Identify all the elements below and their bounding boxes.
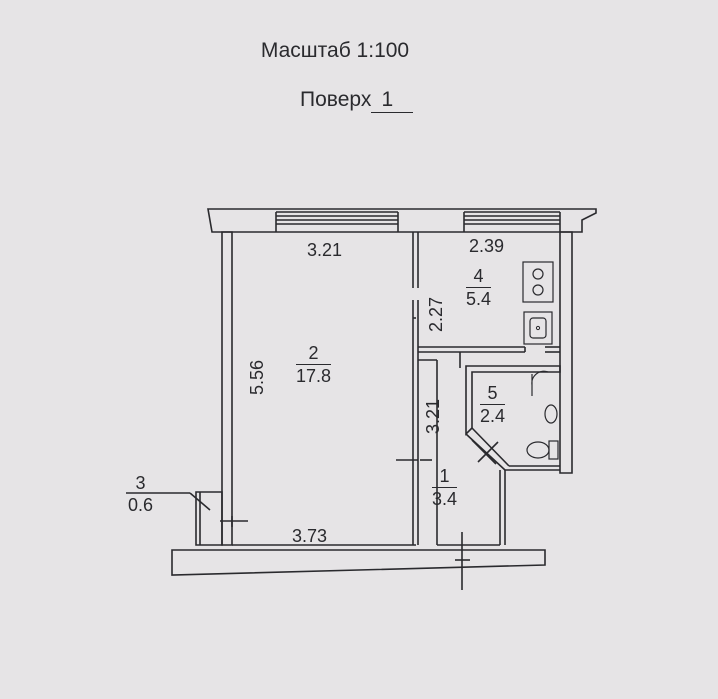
shower-icon <box>531 370 549 396</box>
room-4-label: 4 5.4 <box>466 265 492 310</box>
room-1-label: 1 3.4 <box>432 465 458 510</box>
room-5-label: 5 2.4 <box>480 382 506 427</box>
room-3-label: 3 0.6 <box>128 472 153 516</box>
room-area: 17.8 <box>296 366 332 386</box>
room-number: 1 <box>432 465 458 488</box>
room-2-label: 2 17.8 <box>296 342 332 387</box>
dim-room2-top-width: 3.21 <box>307 240 343 260</box>
floor-prefix: Поверх <box>300 88 372 111</box>
room-number: 5 <box>480 382 506 405</box>
washbasin-icon <box>544 404 558 424</box>
dim-hall-length: 3.21 <box>423 398 443 434</box>
sink-icon <box>523 311 553 345</box>
room-number: 2 <box>296 342 332 365</box>
bottom-wall <box>171 549 546 576</box>
dim-bottom-width: 3.73 <box>292 526 328 546</box>
dim-room2-height: 5.56 <box>247 359 267 395</box>
stove-icon <box>522 261 554 303</box>
room-number: 3 <box>135 473 146 493</box>
toilet-icon <box>548 440 559 460</box>
room-area: 3.4 <box>432 489 458 509</box>
scale-label: Масштаб 1:100 <box>260 39 410 62</box>
room-area: 5.4 <box>466 289 492 309</box>
room-number: 4 <box>466 265 492 288</box>
right-wall <box>559 231 573 474</box>
left-wall <box>221 231 233 546</box>
dim-kitchen-depth: 2.27 <box>426 296 446 332</box>
room-area: 0.6 <box>128 495 154 515</box>
top-wall <box>207 208 597 233</box>
floor-number: 1 <box>371 88 414 113</box>
room-area: 2.4 <box>480 406 506 426</box>
dim-kitchen-width: 2.39 <box>469 236 505 256</box>
